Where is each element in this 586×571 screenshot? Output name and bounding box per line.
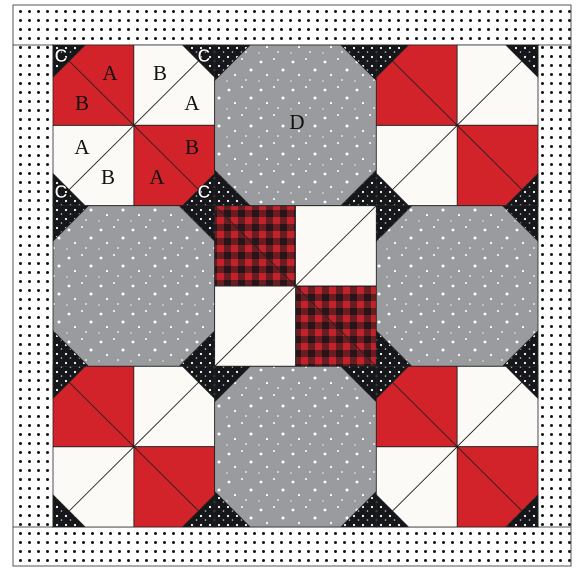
snowball-block: [215, 366, 377, 527]
pinwheel-block: [376, 45, 538, 206]
snowball-center: [53, 206, 215, 367]
pinwheel-block: [53, 45, 215, 206]
label-c-bottom-right: C: [198, 182, 211, 202]
label-a-left: A: [74, 135, 90, 159]
label-b-left: B: [75, 91, 89, 115]
label-b-bottom: B: [101, 165, 115, 189]
label-b-right: B: [185, 135, 199, 159]
pinwheel-block-plaid: [215, 206, 377, 367]
snowball-center: [376, 206, 538, 367]
label-c-bottom-left: C: [55, 182, 68, 202]
label-d: D: [289, 110, 304, 134]
label-c-top-right: C: [198, 46, 211, 66]
snowball-block: [376, 206, 538, 367]
label-a-right: A: [184, 91, 200, 115]
label-a-bottom: A: [149, 165, 165, 189]
pinwheel-block: [376, 366, 538, 527]
label-b-top: B: [153, 61, 167, 85]
pinwheel-block: [53, 366, 215, 527]
snowball-block: [53, 206, 215, 367]
label-c-top-left: C: [55, 46, 68, 66]
label-a-top: A: [102, 61, 118, 85]
snowball-center: [215, 366, 377, 527]
